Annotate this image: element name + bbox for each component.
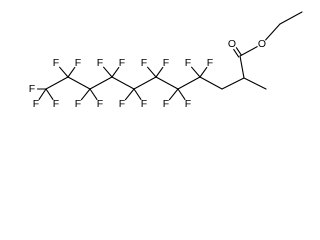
fluorine-label-F6a: F (141, 57, 147, 69)
bond-C10-F10a (59, 66, 69, 78)
bond-C10-F10b (67, 66, 76, 78)
fluorine-label-F10b: F (75, 57, 81, 69)
bond-C11-F11c (45, 88, 54, 100)
fluorine-label-F8b: F (119, 57, 125, 69)
bond-C4-C5 (177, 76, 201, 90)
bond-C6-F6b (155, 66, 164, 78)
bond-C9-F9b (89, 88, 98, 100)
oxygen-label-O_carbonyl: O (228, 38, 236, 50)
bond-C2-Me_branch (243, 77, 267, 90)
fluorine-label-F5a: F (163, 98, 169, 110)
bond-CH2_ester-O_ester (265, 23, 281, 41)
bond-C_carbonyl-O_carbonyl-second (233, 48, 240, 58)
fluorine-label-F5b: F (185, 98, 191, 110)
bond-C8-F8a (103, 66, 113, 78)
fluorine-label-F9a: F (75, 98, 81, 110)
bond-C6-C7 (133, 76, 157, 90)
bond-C5-F5a (168, 88, 179, 101)
bond-C_carbonyl-C2 (239, 55, 245, 79)
fluorine-label-F11c: F (53, 98, 59, 110)
bond-C2-C3 (221, 77, 245, 90)
fluorine-label-F6b: F (163, 57, 169, 69)
bond-C4-F4b (199, 66, 208, 78)
fluorine-label-F8a: F (97, 57, 103, 69)
bond-C6-F6a (147, 66, 157, 78)
bond-C7-C8 (111, 76, 135, 90)
bond-C5-F5b (177, 88, 186, 100)
bonds-layer (36, 11, 303, 101)
oxygen-label-O_ester: O (258, 38, 266, 50)
bond-C11-F11b (38, 88, 47, 100)
bond-C9-F9a (80, 88, 91, 101)
bond-C4-F4a (191, 66, 201, 78)
fluorine-label-F4b: F (207, 57, 213, 69)
fluorine-label-F10a: F (53, 57, 59, 69)
bond-C7-F7a (124, 88, 135, 101)
bond-C8-F8b (111, 66, 120, 78)
fluorine-label-F7a: F (119, 98, 125, 110)
bond-C10-C11 (45, 76, 69, 90)
bond-C7-F7b (133, 88, 142, 100)
bond-Me_ester-CH2_ester (279, 11, 303, 25)
bond-C_carbonyl-O_carbonyl (235, 47, 242, 56)
fluorine-label-F11b: F (33, 98, 39, 110)
fluorine-label-F7b: F (141, 98, 147, 110)
bond-O_ester-C_carbonyl (239, 46, 258, 57)
bond-C8-C9 (89, 76, 113, 90)
bond-C3-C4 (199, 76, 223, 90)
fluorine-label-F9b: F (97, 98, 103, 110)
bond-C5-C6 (155, 76, 179, 90)
fluorine-label-F11a: F (29, 83, 35, 95)
fluorine-label-F4a: F (185, 57, 191, 69)
bond-C9-C10 (67, 76, 91, 90)
